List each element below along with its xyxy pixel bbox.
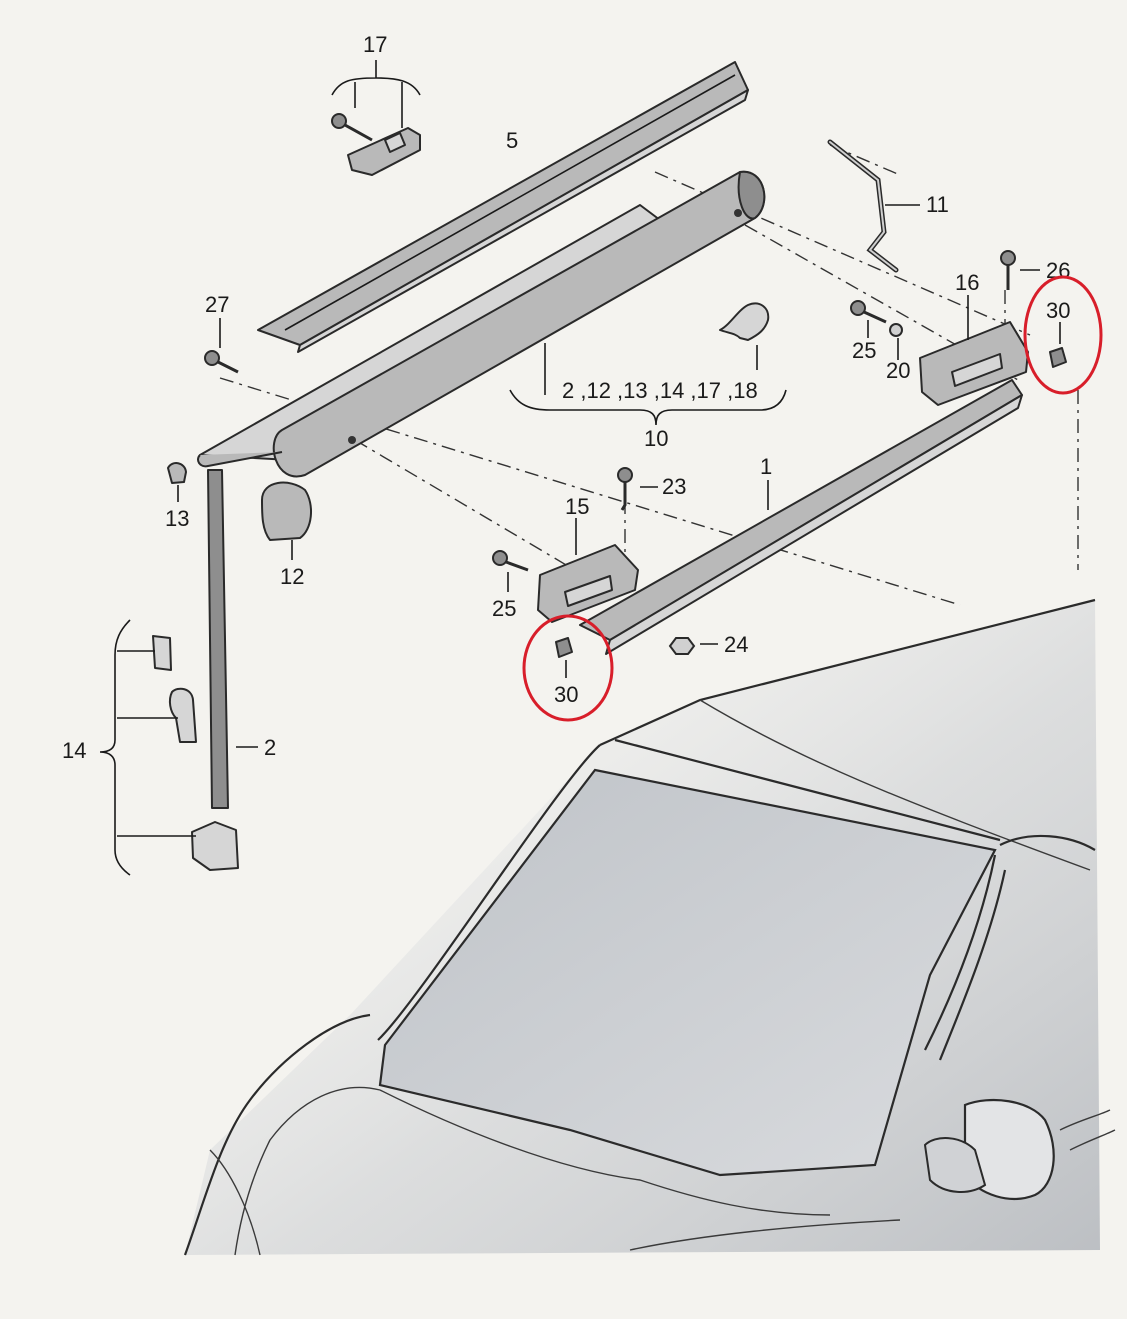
door-line (1059, 1109, 1116, 1151)
a-pillar (924, 834, 1096, 1061)
mirror-mount (923, 1137, 987, 1193)
roof-side-line (699, 699, 1091, 871)
highlight-annotations (522, 275, 1103, 722)
label-17: 17 (363, 32, 387, 57)
part-16-bracket (919, 295, 1029, 406)
highlight-circle-left (522, 614, 614, 722)
part-25-right-screw (850, 300, 887, 338)
label-16: 16 (955, 270, 979, 295)
part-12-end-cap (261, 481, 312, 560)
label-5: 5 (506, 128, 518, 153)
callout-labels: 17 5 11 26 16 27 25 20 2 ,12 ,13 ,14 ,17… (62, 32, 1070, 763)
part-30-left-clip (555, 637, 573, 678)
part-27-screw (204, 318, 239, 374)
label-10-group: 2 ,12 ,13 ,14 ,17 ,18 (562, 378, 758, 403)
label-14: 14 (62, 738, 86, 763)
windshield-glass (378, 768, 997, 1177)
part-30-right-clip (1049, 322, 1067, 368)
label-1: 1 (760, 454, 772, 479)
part-5-rail (257, 61, 749, 353)
label-25-left: 25 (492, 596, 516, 621)
part-11-crank (827, 139, 920, 273)
fender-line (209, 1149, 901, 1256)
part-17-clip (331, 60, 421, 176)
part-25-left-screw (492, 550, 529, 592)
part-15-bracket (537, 518, 639, 623)
label-11: 11 (926, 192, 949, 217)
label-15: 15 (565, 494, 589, 519)
label-27: 27 (205, 292, 229, 317)
label-23: 23 (662, 474, 686, 499)
label-24: 24 (724, 632, 748, 657)
hood-curve (234, 1086, 381, 1256)
hood-crease (379, 1089, 831, 1216)
label-30-right: 30 (1046, 298, 1070, 323)
label-2: 2 (264, 735, 276, 760)
label-30-left: 30 (554, 682, 578, 707)
label-20: 20 (886, 358, 910, 383)
hood-line (183, 1013, 371, 1256)
part-10-brace (509, 343, 787, 426)
part-26-screw (1000, 250, 1040, 290)
part-14-brackets (99, 619, 239, 876)
part-10-sunshade-roller (197, 170, 766, 478)
part-2-strip (207, 469, 258, 809)
side-mirror (963, 1098, 1055, 1200)
label-25-right: 25 (852, 338, 876, 363)
label-13: 13 (165, 506, 189, 531)
part-18-bracket (719, 302, 770, 370)
part-1-rail (579, 379, 1023, 655)
vehicle-outline (183, 598, 1116, 1256)
highlight-circle-right (1023, 275, 1103, 395)
part-23-screw (617, 467, 658, 511)
label-10: 10 (644, 426, 668, 451)
part-13-cap (167, 462, 187, 502)
part-20-washer (889, 323, 903, 360)
label-12: 12 (280, 564, 304, 589)
part-24-nut (668, 637, 718, 655)
windshield-frame (377, 738, 1001, 1041)
